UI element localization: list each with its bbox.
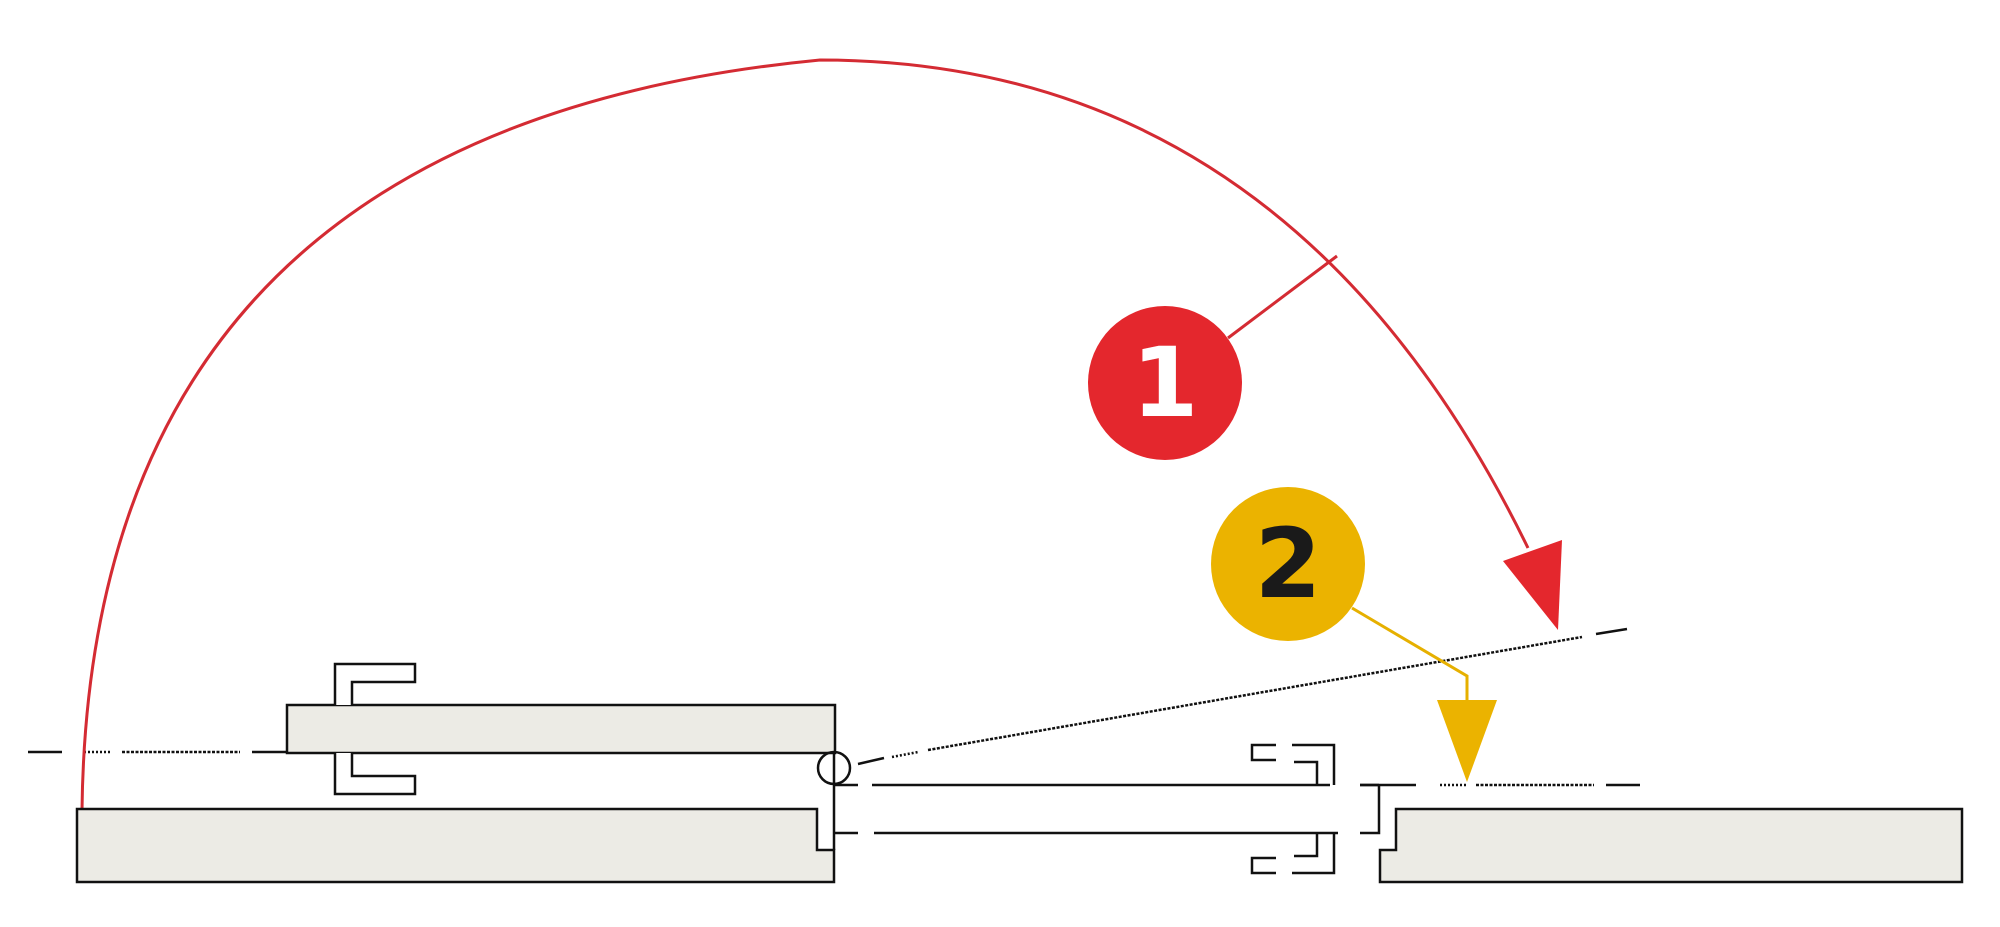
callout-2-leader xyxy=(1351,606,1469,700)
open-position-line-dots-2 xyxy=(927,635,1583,752)
joint-step xyxy=(1360,785,1381,835)
bracket-ghost xyxy=(1250,743,1336,875)
ghost-bracket-upper-right xyxy=(1292,743,1336,785)
right-base-board xyxy=(1378,807,1964,884)
ghost-bracket-lower-mid xyxy=(1294,833,1319,858)
ghost-bracket-lower-left xyxy=(1250,856,1276,875)
ghost-bracket-lower-right xyxy=(1292,833,1336,875)
lower-bracket xyxy=(333,753,417,796)
callout-2: 2 xyxy=(1211,487,1365,641)
callout-1-circle xyxy=(1088,306,1242,460)
left-base-board xyxy=(75,807,836,884)
closed-position-lines xyxy=(872,783,1338,835)
callout-2-arrow-head xyxy=(1437,700,1497,782)
upper-bracket xyxy=(333,662,417,705)
ghost-bracket-upper-mid xyxy=(1294,760,1319,785)
right-joint xyxy=(1360,783,1381,835)
ghost-bracket-upper-left xyxy=(1250,743,1276,762)
callout-1-leader xyxy=(1227,254,1338,340)
callout-2-circle xyxy=(1211,487,1365,641)
callout-1: 1 xyxy=(1088,306,1242,460)
callout-2-number: 2 xyxy=(1255,508,1322,620)
swing-arc xyxy=(80,58,1530,811)
open-position-line-dots-1 xyxy=(891,750,919,759)
open-position-line-dash xyxy=(1595,627,1628,636)
centre-lines xyxy=(28,627,1640,787)
door-leaf xyxy=(285,703,837,755)
pivot xyxy=(816,750,858,850)
open-position-line-1 xyxy=(857,756,885,766)
callout-1-number: 1 xyxy=(1132,327,1199,439)
swing-arrow-head xyxy=(1503,540,1562,630)
